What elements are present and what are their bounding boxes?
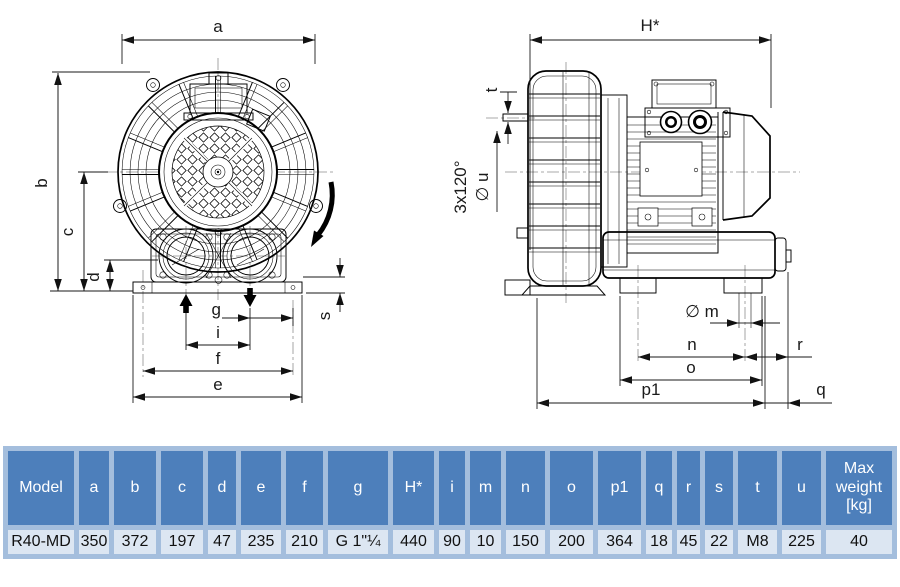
cell-max-weight: 40 (826, 530, 892, 554)
col-header-model: Model (8, 451, 74, 525)
adapter-flange (600, 94, 628, 268)
housing-side (502, 70, 607, 296)
cell-m: 10 (470, 530, 501, 554)
col-header-H: H* (393, 451, 434, 525)
cell-i: 90 (439, 530, 465, 554)
col-header-o: o (550, 451, 593, 525)
col-header-f: f (286, 451, 323, 525)
col-header-r: r (677, 451, 700, 525)
cell-d: 47 (208, 530, 236, 554)
front-view-dimensions: a b c d s g i f (32, 17, 345, 403)
cell-o: 200 (550, 530, 593, 554)
dimension-spec-table: Model a b c d e f g H* i m n o p1 q r s … (3, 446, 897, 559)
table-row: R40-MD 350 372 197 47 235 210 G 1"¼ 440 … (8, 530, 892, 554)
dim-label-q: q (816, 380, 825, 399)
dim-label-c: c (58, 227, 77, 236)
col-header-t: t (738, 451, 777, 525)
base-manifold (602, 231, 792, 328)
col-header-s: s (705, 451, 733, 525)
inlet-arrow (179, 294, 193, 313)
dim-label-g: g (212, 300, 221, 319)
col-header-e: e (241, 451, 281, 525)
col-header-p1: p1 (598, 451, 641, 525)
dim-label-o: o (686, 358, 695, 377)
cell-e: 235 (241, 530, 281, 554)
col-header-g: g (328, 451, 388, 525)
terminal-box-front (183, 72, 271, 132)
dim-label-b: b (32, 178, 51, 187)
cell-model: R40-MD (8, 530, 74, 554)
dim-label-dia-m: ∅ m (685, 302, 719, 321)
dim-label-t: t (482, 87, 501, 92)
cell-q: 18 (646, 530, 672, 554)
col-header-q: q (646, 451, 672, 525)
dimension-drawing: a b c d s g i f (32, 16, 832, 409)
cell-b: 372 (114, 530, 156, 554)
dim-label-d: d (84, 272, 103, 281)
col-header-b: b (114, 451, 156, 525)
cell-H: 440 (393, 530, 434, 554)
cell-f: 210 (286, 530, 323, 554)
spec-table-band: Model a b c d e f g H* i m n o p1 q r s … (3, 446, 897, 559)
col-header-n: n (506, 451, 545, 525)
cell-r: 45 (677, 530, 700, 554)
col-header-m: m (470, 451, 501, 525)
cell-u: 225 (782, 530, 821, 554)
cell-t: M8 (738, 530, 777, 554)
dim-label-i: i (216, 323, 220, 342)
header-row: Model a b c d e f g H* i m n o p1 q r s … (8, 451, 892, 525)
rotation-arrow (311, 181, 335, 247)
cell-n: 150 (506, 530, 545, 554)
col-header-d: d (208, 451, 236, 525)
front-view-blower (105, 58, 335, 377)
side-view-blower (486, 62, 800, 362)
dim-label-a: a (213, 17, 223, 36)
dim-label-f: f (216, 349, 221, 368)
dim-label-angle: 3x120° (451, 160, 470, 213)
col-header-a: a (79, 451, 109, 525)
col-header-max-weight: Max weight [kg] (826, 451, 892, 525)
dim-label-dia-u: ∅ u (473, 173, 492, 202)
dim-label-p1: p1 (642, 380, 661, 399)
dim-label-e: e (213, 375, 222, 394)
dim-label-r: r (797, 335, 803, 354)
mounting-lugs (113, 78, 323, 213)
col-header-c: c (161, 451, 203, 525)
outlet-arrow (243, 288, 257, 307)
cell-g: G 1"¼ (328, 530, 388, 554)
col-header-i: i (439, 451, 465, 525)
dim-label-s: s (315, 312, 334, 321)
dim-label-n: n (687, 335, 696, 354)
dim-label-H: H* (641, 16, 660, 35)
cell-p1: 364 (598, 530, 641, 554)
side-view-dimensions: H* t 3x120° ∅ u ∅ m n r o p1 (451, 16, 832, 409)
col-header-u: u (782, 451, 821, 525)
cell-a: 350 (79, 530, 109, 554)
port-flange (150, 228, 287, 284)
cell-c: 197 (161, 530, 203, 554)
cell-s: 22 (705, 530, 733, 554)
motor-side (626, 79, 771, 254)
base-plate-front (132, 281, 303, 294)
